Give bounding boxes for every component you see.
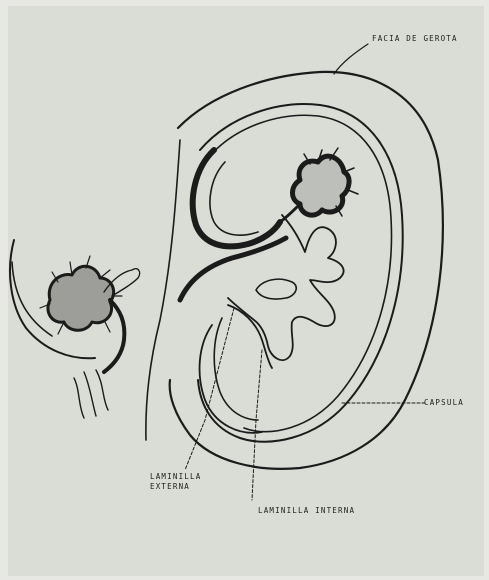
label-outer-lamina: Laminilla Externa	[150, 472, 201, 492]
adjacent-organ-inner	[12, 262, 52, 336]
upper-calyx-neck	[280, 204, 300, 222]
renal-capsule-outline	[198, 104, 403, 442]
label-inner-lamina: Laminilla Interna	[258, 506, 355, 515]
renal-cortex-line	[208, 115, 392, 431]
gerota-fascia-inner-line	[146, 140, 180, 440]
label-outer-lamina-line1: Laminilla	[150, 472, 201, 482]
upper-calyx-mass	[293, 156, 350, 215]
label-outer-lamina-line2: Externa	[150, 482, 201, 492]
leader-fascia	[334, 44, 368, 74]
label-gerota-fascia: Facia de Gerota	[372, 34, 458, 43]
ureter-bundle	[74, 370, 108, 418]
hilum-lower-lip-inner	[214, 318, 258, 420]
leader-outer-lamina	[185, 308, 234, 470]
hilum-lower-lip	[200, 325, 262, 433]
label-capsule: Capsula	[424, 398, 464, 407]
hilum-upper-lip	[193, 150, 280, 246]
hilum-upper-lip-inner	[210, 162, 258, 235]
minor-calyx	[256, 279, 296, 299]
leader-inner-lamina	[252, 350, 262, 500]
